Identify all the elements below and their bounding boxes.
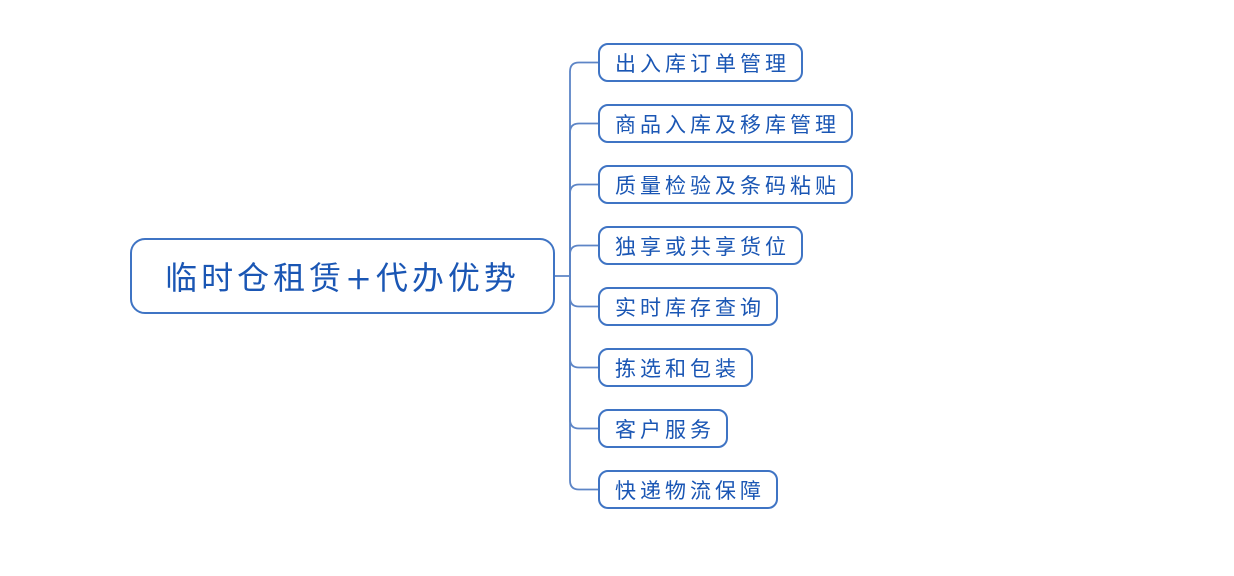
subtopic-label: 出入库订单管理	[615, 51, 790, 76]
subtopic-label: 实时库存查询	[615, 295, 765, 320]
subtopic[interactable]: 质量检验及条码粘贴	[598, 165, 853, 204]
subtopic-label: 客户服务	[615, 417, 715, 442]
subtopic[interactable]: 拣选和包装	[598, 348, 753, 387]
subtopic[interactable]: 实时库存查询	[598, 287, 778, 326]
subtopic-label: 拣选和包装	[615, 356, 740, 381]
subtopic-label: 质量检验及条码粘贴	[615, 173, 840, 198]
subtopic[interactable]: 客户服务	[598, 409, 728, 448]
subtopic-label: 商品入库及移库管理	[615, 112, 840, 137]
subtopic-label: 独享或共享货位	[615, 234, 790, 259]
subtopic-label: 快递物流保障	[615, 478, 765, 503]
root-topic-label: 临时仓租赁+代办优势	[165, 259, 520, 297]
subtopic[interactable]: 商品入库及移库管理	[598, 104, 853, 143]
subtopic[interactable]: 快递物流保障	[598, 470, 778, 509]
subtopic[interactable]: 出入库订单管理	[598, 43, 803, 82]
subtopic[interactable]: 独享或共享货位	[598, 226, 803, 265]
root-topic[interactable]: 临时仓租赁+代办优势	[130, 238, 555, 314]
